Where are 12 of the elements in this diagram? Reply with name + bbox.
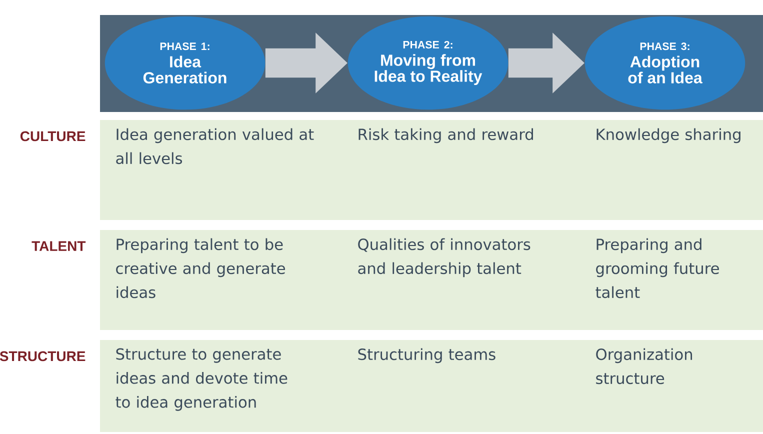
cell-text: Risk taking and reward bbox=[358, 128, 533, 144]
cell-text: Preparing talent to be creative and generate ideas bbox=[116, 238, 285, 298]
cell-text: Structure to generate ideas and devote time to idea generation bbox=[116, 348, 288, 411]
row-heading: TALENT bbox=[32, 241, 86, 251]
cell-text: Structuring teams bbox=[358, 348, 496, 364]
cell-text: Organization structure bbox=[596, 348, 692, 384]
cell-text: Knowledge sharing bbox=[596, 128, 740, 144]
cell-text: Qualities of innovators and leadership talent bbox=[358, 238, 530, 278]
cell-text: Idea generation valued at all levels bbox=[116, 128, 314, 164]
row-heading: STRUCTURE bbox=[0, 351, 86, 362]
cell-text: Preparing and grooming future talent bbox=[596, 238, 719, 298]
row-heading: CULTURE bbox=[20, 131, 86, 142]
